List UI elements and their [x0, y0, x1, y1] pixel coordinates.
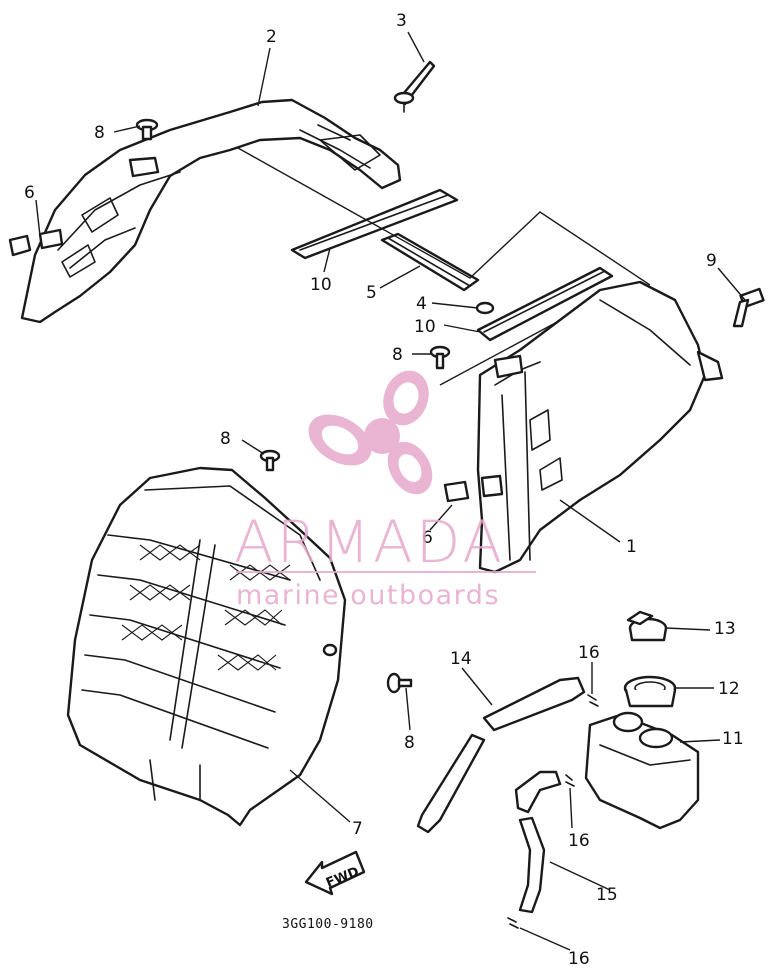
callout-8-upper: 8: [94, 123, 105, 143]
leader-lines: [35, 31, 746, 951]
callout-3: 3: [396, 11, 407, 31]
part-15-breather-hose: [514, 770, 562, 914]
part-2-front-cowling-rail: [8, 98, 402, 324]
part-1-side-cowling: [443, 280, 724, 574]
callout-4: 4: [416, 294, 427, 314]
watermark-brand: ARMADA: [234, 508, 505, 576]
callout-16-bottom: 16: [568, 949, 590, 969]
callout-6-lower: 6: [422, 528, 433, 548]
part-3-rivet: [393, 60, 436, 113]
callout-8-grille: 8: [220, 429, 231, 449]
callout-13: 13: [714, 619, 736, 639]
callout-10-upper: 10: [310, 275, 332, 295]
callout-15: 15: [596, 885, 618, 905]
callout-11: 11: [722, 729, 744, 749]
part-8-screw-grille: [259, 449, 281, 472]
propeller-logo-icon: [308, 370, 433, 495]
part-5-damper: [380, 232, 480, 292]
callout-6-upper: 6: [24, 183, 35, 203]
callout-12: 12: [718, 679, 740, 699]
watermark-underline: [236, 571, 536, 573]
part-13-cap: [626, 610, 668, 642]
callout-7: 7: [352, 819, 363, 839]
drawing-code: 3GG100-9180: [282, 917, 374, 932]
part-10-rubber-strip-lower: [476, 266, 614, 342]
callout-16-top: 16: [578, 643, 600, 663]
part-8-screw-upper: [135, 118, 159, 141]
forward-direction-arrow: FWD: [304, 850, 366, 896]
callout-numbers: 1 2 3 4 5 6 6 7 8 8 8 8 9 10 10 11 12 13…: [24, 11, 744, 969]
part-9-bolt: [732, 287, 765, 328]
callout-14: 14: [450, 649, 472, 669]
callout-8-middle: 8: [392, 345, 403, 365]
part-12-cap-ring: [623, 675, 677, 708]
part-8-screw-middle: [429, 345, 451, 370]
callout-5: 5: [366, 283, 377, 303]
callout-10-lower: 10: [414, 317, 436, 337]
part-16-clips: [507, 694, 599, 929]
callout-1: 1: [626, 537, 637, 557]
part-4-clip: [475, 301, 495, 315]
watermark-tagline: marine outboards: [236, 580, 500, 611]
callout-8-grille-side: 8: [404, 733, 415, 753]
part-14-overflow-hose: [416, 676, 586, 834]
part-11-reservoir-tank: [584, 711, 700, 830]
callout-16-middle: 16: [568, 831, 590, 851]
callout-2: 2: [266, 27, 277, 47]
watermark: ARMADA marine outboards: [234, 370, 536, 611]
callout-9: 9: [706, 251, 717, 271]
part-8-screw-grille-side: [386, 672, 413, 694]
